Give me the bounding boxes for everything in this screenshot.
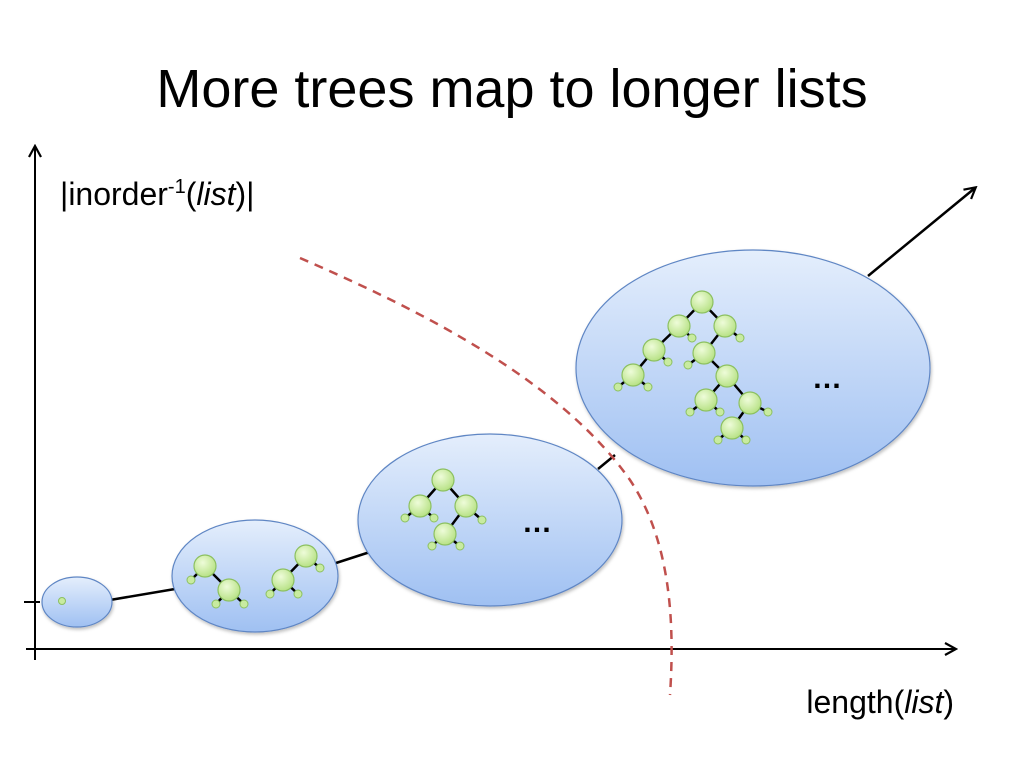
x-label-arg: list <box>904 684 944 720</box>
ellipsis-large: … <box>812 362 842 395</box>
y-axis-label: |inorder-1(list)| <box>60 176 254 213</box>
tree-node <box>621 363 645 387</box>
bubble-size-2 <box>171 519 339 633</box>
tree-leaf-node <box>715 407 725 417</box>
tree-leaf-node <box>455 541 465 551</box>
tree-leaf-node <box>735 333 745 343</box>
bubble-size-1 <box>41 576 113 628</box>
y-label-superscript: -1 <box>167 176 186 198</box>
tree-node <box>667 314 691 338</box>
tree-node <box>408 494 432 518</box>
tree-node <box>193 554 217 578</box>
tree-leaf-node <box>663 357 673 367</box>
tree-node <box>431 468 455 492</box>
tree-node <box>642 338 666 362</box>
x-axis-label: length(list) <box>806 684 954 721</box>
bubble-size-3 <box>357 433 623 607</box>
tree-leaf-node <box>683 360 693 370</box>
tree-node <box>433 522 457 546</box>
tree-leaf-node <box>685 407 695 417</box>
tree-leaf-node <box>741 435 751 445</box>
tree-leaf-node <box>613 382 623 392</box>
tree-leaf-node <box>186 575 196 585</box>
slide-title: More trees map to longer lists <box>156 59 868 119</box>
tree-leaf-node <box>713 435 723 445</box>
tree-node <box>217 578 241 602</box>
dashed-threshold-curve <box>299 256 673 696</box>
y-label-arg: list <box>196 176 236 212</box>
tree-leaf-node <box>427 541 437 551</box>
y-label-open: ( <box>185 176 197 212</box>
y-label-prefix: |inorder <box>60 176 168 212</box>
tree-node <box>454 494 478 518</box>
tree-leaf-node <box>687 333 697 343</box>
tree-nodes <box>186 290 773 609</box>
tree-node <box>694 388 718 412</box>
tree-leaf-node <box>400 513 410 523</box>
tree-node <box>720 416 744 440</box>
tree-node <box>690 290 714 314</box>
tree-leaf-node <box>643 382 653 392</box>
tree-node <box>294 544 318 568</box>
tree-node <box>271 568 295 592</box>
tree-leaf-node <box>211 599 221 609</box>
tree-leaf-node <box>763 407 773 417</box>
growth-curve <box>109 188 975 602</box>
x-label-prefix: length( <box>806 684 905 720</box>
tree-leaf-node <box>315 563 325 573</box>
tree-leaf-node <box>293 589 303 599</box>
bubble-size-4 <box>575 249 931 487</box>
tree-leaf-node <box>265 589 275 599</box>
tree-leaf-node <box>429 513 439 523</box>
tree-node <box>715 364 739 388</box>
tree-node <box>58 597 66 605</box>
tree-leaf-node <box>239 599 249 609</box>
tree-node <box>738 391 762 415</box>
x-label-close: ) <box>943 684 954 720</box>
tree-node <box>713 314 737 338</box>
ellipsis-mid: … <box>522 506 552 539</box>
tree-node <box>692 341 716 365</box>
tree-leaf-node <box>477 515 487 525</box>
y-label-close: )| <box>235 176 255 212</box>
